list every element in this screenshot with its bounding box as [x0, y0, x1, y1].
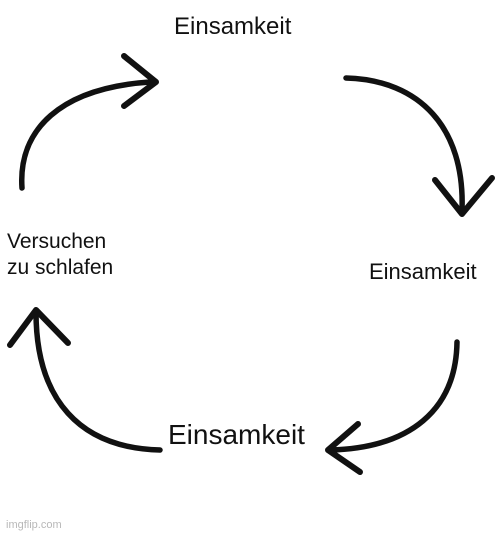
bottom-label: Einsamkeit — [168, 419, 305, 450]
left-label: Versuchen zu schlafen — [7, 229, 113, 281]
right-label: Einsamkeit — [369, 259, 477, 284]
arrow-left-to-top — [19, 53, 159, 191]
left-label-line-1: Versuchen — [7, 230, 107, 253]
left-label-line-2: zu schlafen — [7, 256, 114, 279]
arrow-right-to-bottom — [325, 339, 460, 475]
top-label: Einsamkeit — [174, 13, 292, 40]
arrow-bottom-to-left — [7, 307, 163, 453]
watermark: imgflip.com — [6, 519, 62, 531]
arrow-top-to-right — [343, 75, 495, 217]
